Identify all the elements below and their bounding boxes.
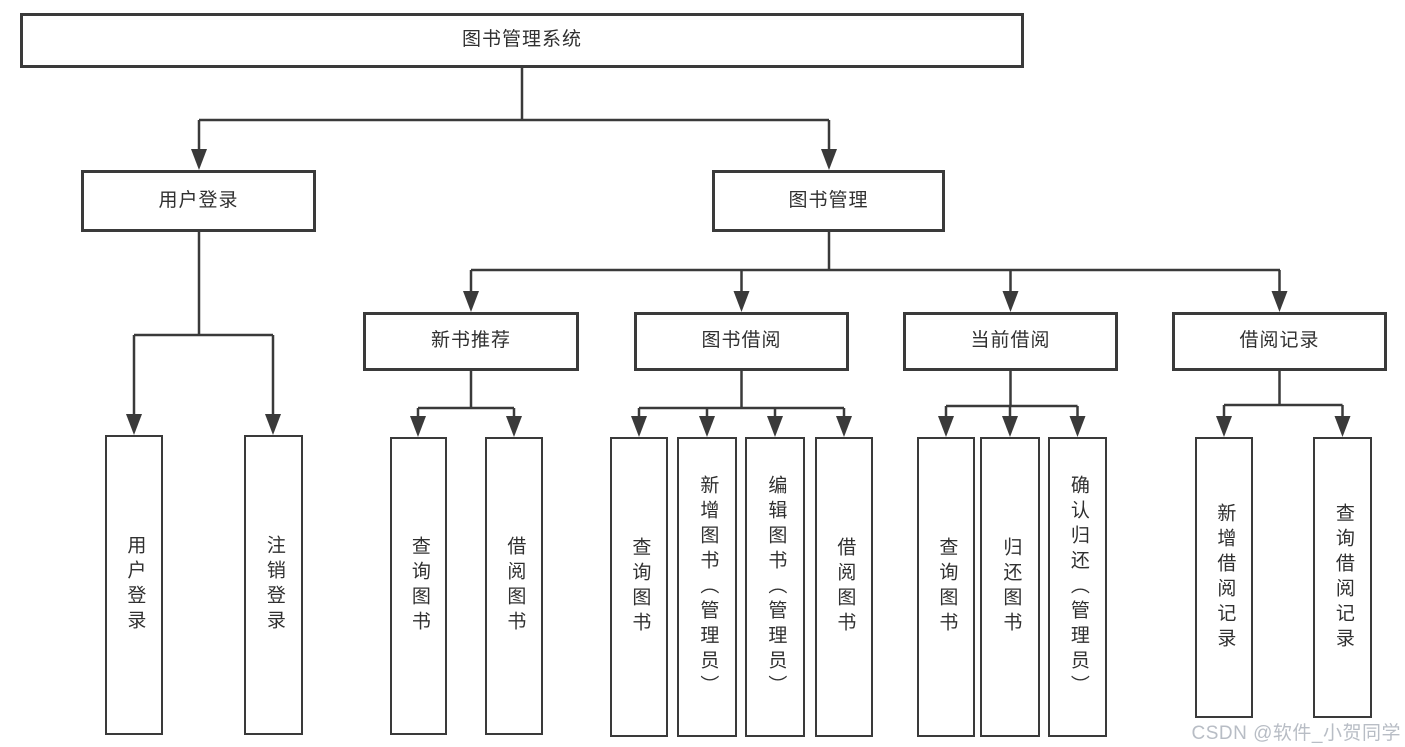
leaf-query-books-recommend-label: 查询图书 (408, 536, 430, 636)
node-book-management: 图书管理 (712, 170, 945, 232)
node-borrowing-records-label: 借阅记录 (1239, 330, 1320, 352)
leaf-query-books-borrowing: 查询图书 (610, 437, 668, 737)
leaf-user-login-label: 用户登录 (124, 535, 146, 635)
leaf-query-books-recommend: 查询图书 (390, 437, 447, 735)
leaf-add-borrow-record-label: 新增借阅记录 (1214, 502, 1236, 653)
leaf-edit-books-admin-label: 编辑图书（管理员） (765, 474, 787, 700)
leaf-edit-books-admin: 编辑图书（管理员） (745, 437, 805, 737)
leaf-user-login: 用户登录 (105, 435, 163, 735)
leaf-borrow-books-borrowing: 借阅图书 (815, 437, 873, 737)
leaf-return-books: 归还图书 (980, 437, 1040, 737)
connector-group (132, 68, 1344, 419)
node-new-book-recommend-label: 新书推荐 (430, 330, 511, 352)
leaf-add-books-admin: 新增图书（管理员） (677, 437, 737, 737)
leaf-borrow-books-borrowing-label: 借阅图书 (834, 537, 856, 637)
leaf-query-books-current: 查询图书 (917, 437, 975, 737)
node-user-login-label: 用户登录 (158, 189, 239, 211)
leaf-confirm-return-admin: 确认归还（管理员） (1048, 437, 1107, 737)
node-book-management-label: 图书管理 (788, 189, 869, 211)
node-borrowing-records: 借阅记录 (1172, 312, 1387, 371)
node-current-borrowing: 当前借阅 (903, 312, 1118, 371)
node-book-borrowing: 图书借阅 (634, 312, 849, 371)
leaf-confirm-return-admin-label: 确认归还（管理员） (1067, 474, 1089, 700)
watermark-text: CSDN @软件_小贺同学 (1191, 723, 1401, 744)
leaf-return-books-label: 归还图书 (1000, 537, 1022, 637)
node-new-book-recommend: 新书推荐 (363, 312, 579, 371)
leaf-add-borrow-record: 新增借阅记录 (1195, 437, 1253, 718)
leaf-query-books-current-label: 查询图书 (936, 537, 958, 637)
node-library-system: 图书管理系统 (20, 13, 1024, 68)
leaf-query-borrow-record-label: 查询借阅记录 (1332, 502, 1354, 653)
leaf-query-borrow-record: 查询借阅记录 (1313, 437, 1372, 718)
arrowheads (126, 149, 1351, 437)
leaf-add-books-admin-label: 新增图书（管理员） (697, 474, 719, 700)
node-current-borrowing-label: 当前借阅 (970, 330, 1051, 352)
node-user-login: 用户登录 (81, 170, 316, 232)
node-book-borrowing-label: 图书借阅 (701, 330, 782, 352)
leaf-logout: 注销登录 (244, 435, 303, 735)
leaf-borrow-books-recommend-label: 借阅图书 (504, 536, 526, 636)
leaf-query-books-borrowing-label: 查询图书 (629, 537, 651, 637)
leaf-logout-label: 注销登录 (263, 535, 285, 635)
node-library-system-label: 图书管理系统 (461, 29, 582, 51)
leaf-borrow-books-recommend: 借阅图书 (485, 437, 543, 735)
